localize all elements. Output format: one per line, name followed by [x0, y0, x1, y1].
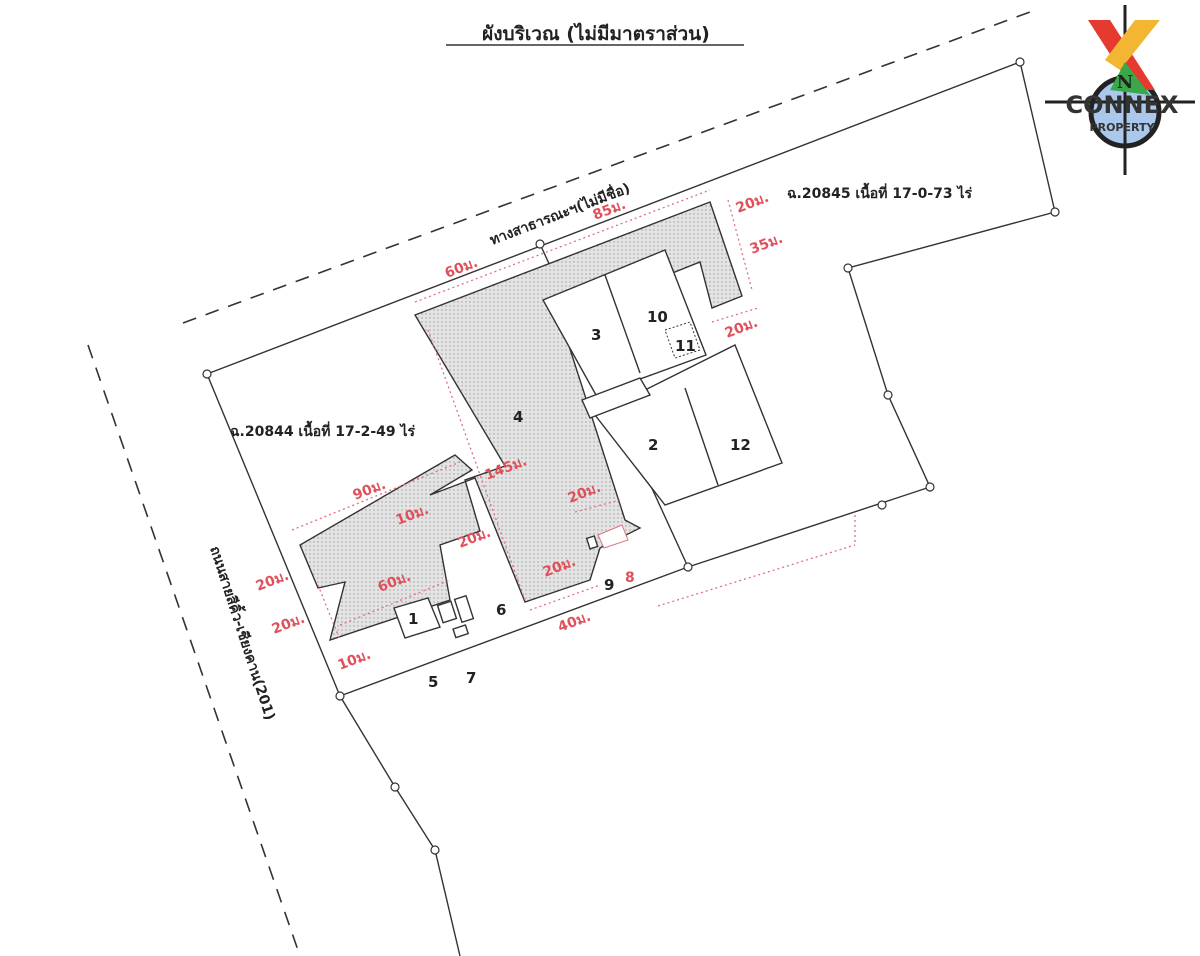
dimension-lines — [291, 189, 856, 641]
corridor — [581, 377, 652, 419]
building-label-12: 12 — [730, 436, 751, 454]
dim-20-top: 20ม. — [734, 190, 772, 217]
boundary-markers — [202, 57, 1060, 855]
plan-title: ผังบริเวณ (ไม่มีมาตราส่วน) — [482, 22, 710, 45]
building-5 — [436, 600, 458, 624]
building-label-9: 9 — [604, 576, 614, 594]
logo-subtext: PROPERTY — [1090, 121, 1156, 134]
building-label-10: 10 — [647, 308, 668, 326]
building-label-5: 5 — [428, 673, 438, 691]
dim-60-top: 60ม. — [443, 255, 481, 282]
parcel-west-label: ฉ.20844 เนื้อที่ 17-2-49 ไร่ — [230, 420, 416, 440]
building-label-11: 11 — [675, 337, 696, 355]
building-label-6: 6 — [496, 601, 506, 619]
public-road-line — [182, 11, 1031, 324]
building-label-1: 1 — [408, 610, 418, 628]
road-side-boundary — [339, 695, 461, 956]
building-9 — [585, 535, 599, 550]
building-label-8: 8 — [625, 570, 635, 586]
building-11 — [664, 321, 701, 359]
building-4-area — [299, 201, 743, 642]
building-label-4: 4 — [513, 408, 523, 426]
dim-20-leftlow: 20ม. — [270, 611, 308, 638]
building-2-12 — [593, 344, 783, 506]
building-divider — [604, 274, 641, 374]
building-label-7: 7 — [466, 669, 476, 687]
building-divider — [684, 387, 719, 486]
dim-40: 40ม. — [556, 609, 594, 636]
main-road-label: ถนนสายสีคิ้ว-เชียงคาน(201) — [206, 543, 281, 722]
main-road-line — [87, 344, 301, 956]
building-label-3: 3 — [591, 326, 601, 344]
building-8 — [597, 524, 629, 549]
dim-20-left: 20ม. — [254, 568, 292, 595]
logo-north: N — [1117, 72, 1133, 93]
dim-20-right: 20ม. — [723, 315, 761, 342]
dim-35: 35ม. — [748, 231, 786, 258]
building-7 — [452, 624, 470, 639]
building-3-10 — [542, 249, 707, 396]
dim-10-bottom: 10ม. — [336, 647, 374, 674]
connex-logo: N CONNEX PROPERTY — [1045, 5, 1195, 175]
logo-text: CONNEX — [1065, 91, 1179, 119]
building-1 — [393, 597, 441, 639]
building-label-2: 2 — [648, 436, 658, 454]
parcel-east-label: ฉ.20845 เนื้อที่ 17-0-73 ไร่ — [787, 182, 973, 202]
building-6 — [453, 594, 475, 624]
